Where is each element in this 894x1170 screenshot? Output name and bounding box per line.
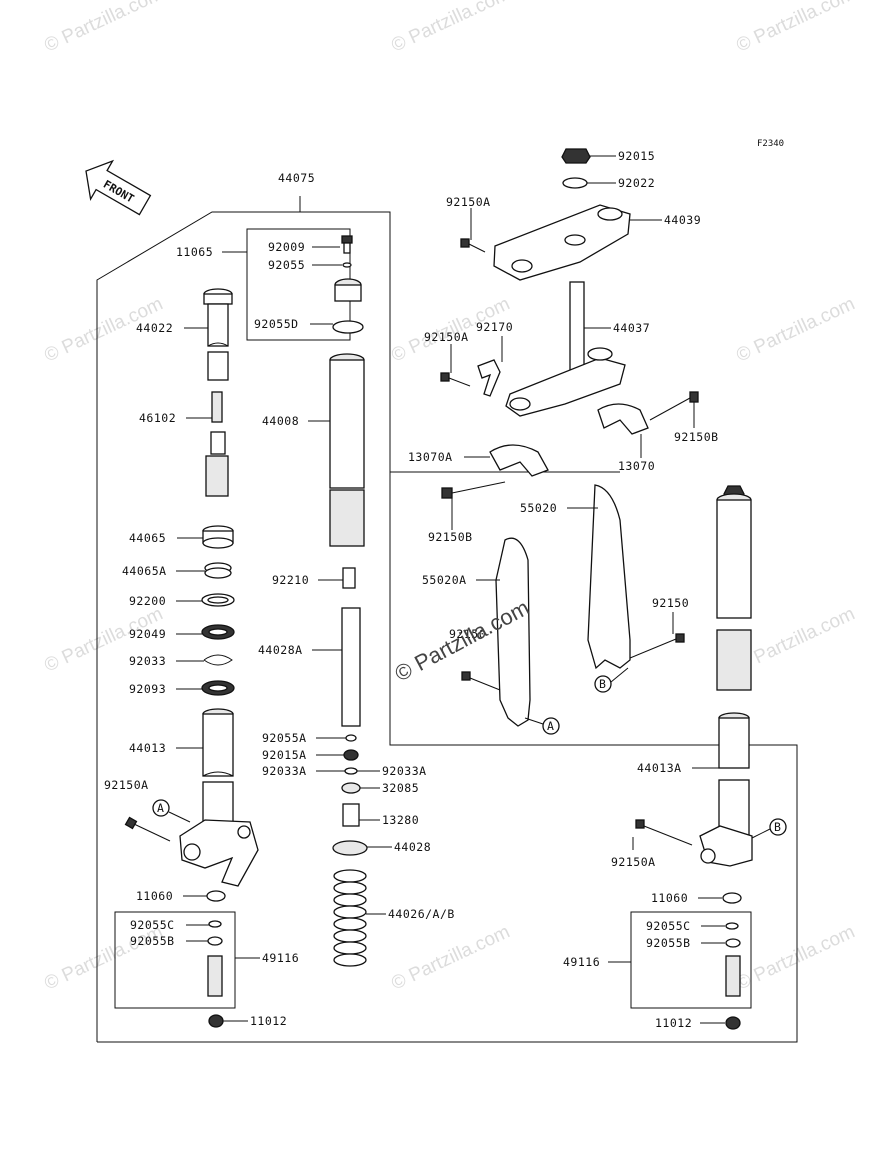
- callout-a: A: [157, 801, 164, 815]
- part-label: 92200: [129, 594, 166, 608]
- part-label: 92093: [129, 682, 166, 696]
- part-label: 92009: [268, 240, 305, 254]
- part-label: 92055B: [646, 936, 691, 950]
- part-label: 44028: [394, 840, 431, 854]
- part-label: 44013A: [637, 761, 682, 775]
- watermark: © Partzilla.com: [388, 921, 513, 994]
- part-label: 13070A: [408, 450, 453, 464]
- valve-kit-box-right: [630, 911, 752, 1009]
- part-label: 92055: [268, 258, 305, 272]
- part-label: 44028A: [258, 643, 303, 657]
- part-label: 13280: [382, 813, 419, 827]
- part-label: 92150A: [446, 195, 491, 209]
- part-label: 92150: [652, 596, 689, 610]
- part-label: 32085: [382, 781, 419, 795]
- part-labels: 44075 11065 92009 92055 92055D 44022 461…: [104, 149, 719, 1030]
- front-arrow-icon: FRONT: [85, 159, 152, 216]
- part-label: 49116: [563, 955, 600, 969]
- triple-clamp-parts: [440, 148, 699, 499]
- fork-assembly-outline: [96, 211, 798, 1043]
- part-label: 92033A: [382, 764, 427, 778]
- figure-ref-code: F2340: [757, 139, 784, 149]
- leader-lines: [176, 155, 725, 1024]
- right-fork-parts: [635, 485, 753, 1030]
- part-label: 44075: [278, 171, 315, 185]
- part-label: 92150B: [674, 430, 719, 444]
- part-label: 92150: [449, 627, 486, 641]
- watermark: © Partzilla.com: [388, 0, 513, 57]
- spring-icon: [333, 869, 367, 967]
- watermark: © Partzilla.com: [41, 921, 166, 994]
- callout-b: B: [599, 677, 606, 691]
- callout-a: A: [547, 719, 554, 733]
- watermark: © Partzilla.com: [733, 921, 858, 994]
- part-label: 11012: [250, 1014, 287, 1028]
- middle-column-parts: [329, 235, 368, 967]
- part-label: 92210: [272, 573, 309, 587]
- part-label: 92055C: [130, 918, 175, 932]
- part-label: 44037: [613, 321, 650, 335]
- part-label: 92150A: [104, 778, 149, 792]
- part-label: 44065A: [122, 564, 167, 578]
- part-label: 44008: [262, 414, 299, 428]
- part-label: 44013: [129, 741, 166, 755]
- part-label: 92055D: [254, 317, 299, 331]
- watermark: © Partzilla.com: [733, 293, 858, 366]
- part-label: 46102: [139, 411, 176, 425]
- part-label: 13070: [618, 459, 655, 473]
- part-label: 92033A: [262, 764, 307, 778]
- callout-markers: A A B B: [152, 667, 787, 839]
- watermark: © Partzilla.com: [733, 603, 858, 676]
- part-label: 11060: [651, 891, 688, 905]
- part-label: 11012: [655, 1016, 692, 1030]
- part-label: 92015A: [262, 748, 307, 762]
- left-column-parts: [124, 288, 259, 1028]
- part-label: 92150A: [424, 330, 469, 344]
- part-label: 49116: [262, 951, 299, 965]
- watermark: © Partzilla.com: [41, 0, 166, 57]
- part-label: 92033: [129, 654, 166, 668]
- callout-b: B: [774, 820, 781, 834]
- part-label: 92049: [129, 627, 166, 641]
- part-label: 92150A: [611, 855, 656, 869]
- part-label: 44065: [129, 531, 166, 545]
- part-label: 92015: [618, 149, 655, 163]
- part-label: 92055B: [130, 934, 175, 948]
- part-label: 92022: [618, 176, 655, 190]
- fork-guard-parts: [461, 484, 685, 727]
- valve-kit-box-left: [114, 911, 236, 1009]
- part-label: 92055A: [262, 731, 307, 745]
- part-label: 92150B: [428, 530, 473, 544]
- part-label: 92170: [476, 320, 513, 334]
- part-label: 11060: [136, 889, 173, 903]
- part-label: 92055C: [646, 919, 691, 933]
- part-label: 44022: [136, 321, 173, 335]
- part-label: 11065: [176, 245, 213, 259]
- part-label: 44026/A/B: [388, 907, 455, 921]
- part-label: 55020A: [422, 573, 467, 587]
- watermark: © Partzilla.com: [733, 0, 858, 57]
- part-label: 55020: [520, 501, 557, 515]
- part-label: 44039: [664, 213, 701, 227]
